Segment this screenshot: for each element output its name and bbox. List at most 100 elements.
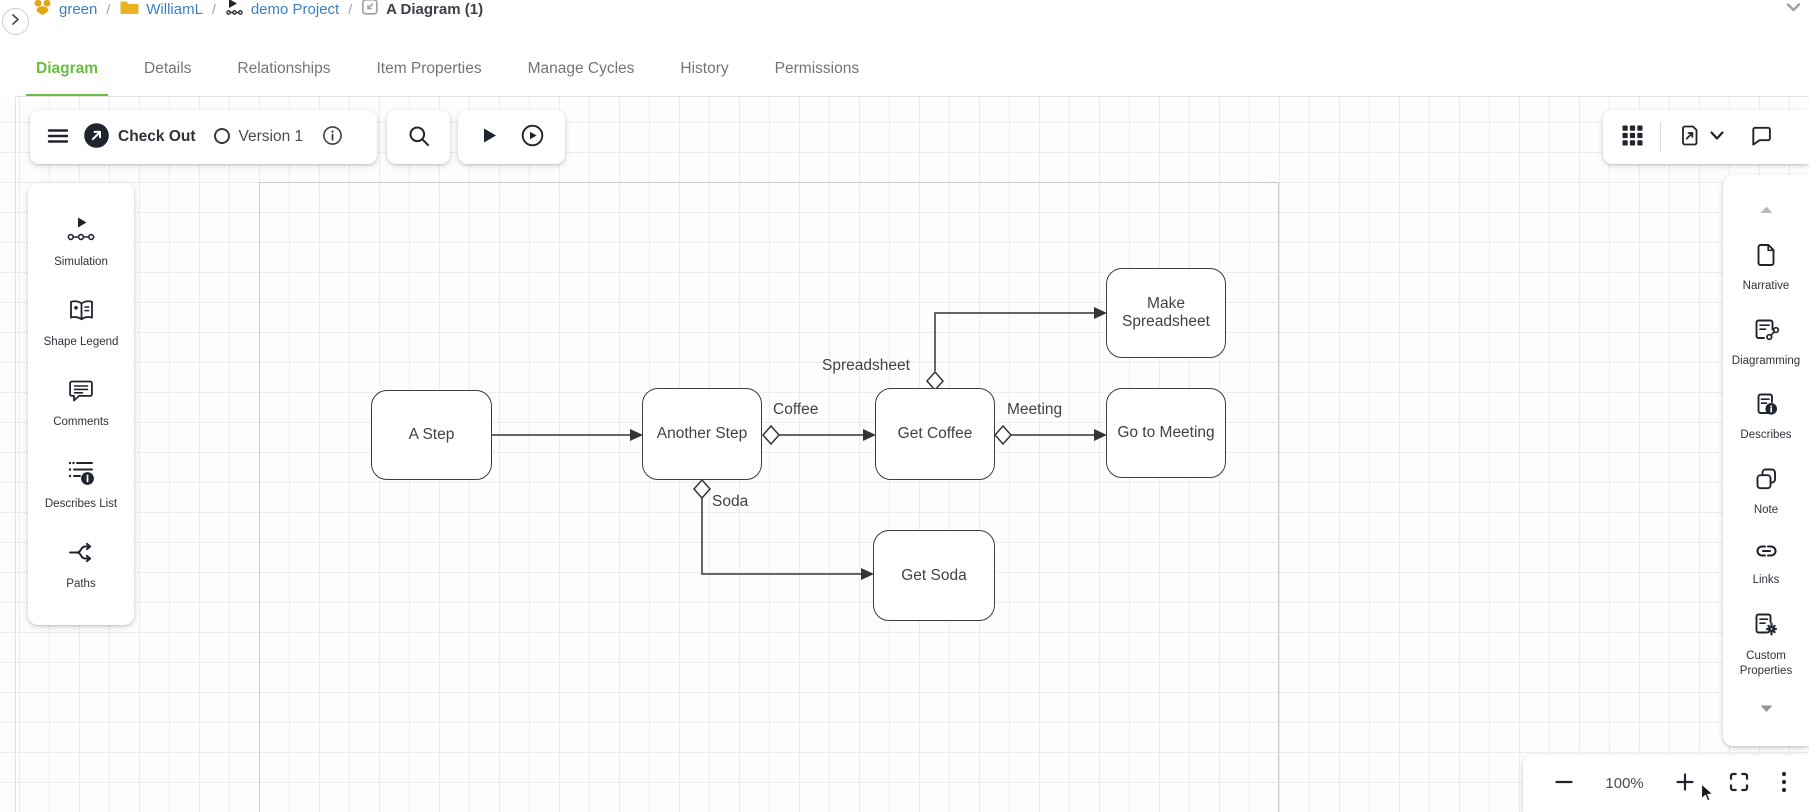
panel-item-label: Narrative [1742, 280, 1790, 293]
grid-view-button[interactable] [1621, 124, 1644, 150]
node-label: Get Soda [901, 566, 967, 584]
tab-details[interactable]: Details [144, 59, 192, 77]
panel-item-comments[interactable]: Comments [28, 378, 134, 430]
panel-item-label: Comments [53, 415, 109, 428]
breadcrumb-folder[interactable]: WilliamL [119, 0, 203, 20]
check-out-icon [83, 122, 110, 152]
simulation-icon [66, 216, 96, 249]
panel-item-label: Custom Properties [1739, 649, 1793, 677]
diagram-page-boundary [259, 182, 1279, 812]
breadcrumb-diagram: A Diagram (1) [361, 0, 483, 20]
comment-icon [1749, 124, 1774, 151]
breadcrumb-link[interactable]: demo Project [250, 0, 340, 18]
step-simulation-button[interactable] [520, 123, 545, 151]
panel-item-describes-list[interactable]: Describes List [28, 457, 134, 512]
minus-icon [1553, 771, 1575, 796]
panel-item-label: Diagramming [1731, 354, 1801, 367]
fit-to-screen-button[interactable] [1727, 770, 1751, 797]
mouse-cursor [1700, 782, 1720, 809]
search-button[interactable] [407, 124, 431, 151]
describes-list-icon [66, 457, 96, 491]
fullscreen-icon [1727, 770, 1751, 797]
version-selector[interactable]: Version 1 [213, 127, 303, 148]
node-go-to-meeting[interactable]: Go to Meeting [1106, 388, 1226, 478]
toolbar-divider [1660, 122, 1661, 152]
tab-history[interactable]: History [680, 59, 729, 77]
tab-bar: Diagram Details Relationships Item Prope… [25, 40, 860, 97]
search-toolbar [387, 110, 450, 164]
panel-item-label: Shape Legend [43, 336, 119, 349]
panel-scroll-down[interactable] [1758, 701, 1775, 719]
check-out-button[interactable]: Check Out [83, 122, 196, 152]
menu-icon [44, 124, 72, 151]
view-toolbar [1603, 110, 1809, 164]
diagram-canvas[interactable]: A Step Another Step Get Coffee Make Spre… [0, 97, 1809, 812]
tab-manage-cycles[interactable]: Manage Cycles [527, 59, 635, 77]
panel-item-note[interactable]: Note [1723, 466, 1809, 518]
panel-item-simulation[interactable]: Simulation [28, 216, 134, 270]
run-simulation-button[interactable] [478, 125, 499, 149]
play-circle-icon [520, 123, 545, 151]
panel-item-shape-legend[interactable]: Shape Legend [28, 297, 134, 350]
page-chevron-down-icon[interactable] [1785, 1, 1802, 19]
version-info-button[interactable] [322, 125, 343, 149]
folder-icon [119, 0, 139, 20]
check-out-label: Check Out [118, 128, 196, 145]
node-get-coffee[interactable]: Get Coffee [875, 388, 995, 480]
node-get-soda[interactable]: Get Soda [873, 530, 995, 621]
panel-item-label: Paths [66, 577, 96, 590]
breadcrumb-separator: / [106, 1, 111, 17]
zoom-in-button[interactable] [1674, 771, 1696, 796]
node-another-step[interactable]: Another Step [642, 388, 762, 480]
node-label: Make Spreadsheet [1122, 295, 1210, 330]
breadcrumb-link[interactable]: green [59, 0, 98, 18]
breadcrumb-current: A Diagram (1) [386, 0, 484, 18]
panel-item-label: Describes [1740, 429, 1792, 442]
panel-scroll-up[interactable] [1758, 202, 1775, 220]
panel-item-describes[interactable]: Describes [1723, 391, 1809, 443]
organization-icon [33, 0, 52, 20]
panel-item-links[interactable]: Links [1723, 540, 1809, 588]
breadcrumb-link[interactable]: WilliamL [146, 0, 203, 18]
note-icon [1753, 466, 1779, 497]
tab-permissions[interactable]: Permissions [774, 59, 860, 77]
panel-item-label: Note [1753, 503, 1779, 516]
tab-bar-border [16, 96, 1809, 97]
more-options-button[interactable] [1781, 771, 1787, 796]
diagram-toolbar: Check Out Version 1 [30, 110, 377, 164]
node-label: Get Coffee [897, 425, 973, 442]
panel-item-narrative[interactable]: Narrative [1723, 242, 1809, 294]
kebab-menu-icon [1781, 771, 1787, 796]
zoom-out-button[interactable] [1553, 771, 1575, 796]
tab-item-properties[interactable]: Item Properties [376, 59, 482, 77]
panel-item-paths[interactable]: Paths [28, 539, 134, 592]
search-icon [407, 124, 431, 151]
node-label: Go to Meeting [1117, 424, 1215, 441]
panel-item-custom-properties[interactable]: Custom Properties [1723, 611, 1809, 679]
grid-icon [1621, 124, 1644, 150]
tab-diagram[interactable]: Diagram [25, 40, 109, 97]
simulation-toolbar [458, 110, 565, 164]
narrative-icon [1753, 242, 1779, 273]
node-a-step[interactable]: A Step [371, 390, 492, 480]
export-button[interactable] [1677, 123, 1725, 151]
menu-button[interactable] [44, 124, 72, 151]
info-icon [322, 125, 343, 149]
zoom-level: 100% [1605, 775, 1644, 792]
comment-button[interactable] [1749, 124, 1774, 151]
describes-icon [1753, 391, 1779, 422]
shape-legend-icon [67, 297, 96, 329]
diagram-icon [361, 0, 379, 20]
project-icon [225, 0, 244, 20]
node-make-spreadsheet[interactable]: Make Spreadsheet [1106, 268, 1226, 358]
tab-relationships[interactable]: Relationships [237, 59, 331, 77]
expand-panel-button[interactable] [2, 8, 29, 35]
panel-item-diagramming[interactable]: Diagramming [1723, 317, 1809, 369]
links-icon [1753, 540, 1780, 567]
custom-properties-icon [1752, 611, 1780, 643]
breadcrumb-project[interactable]: demo Project [225, 0, 339, 20]
edge-label-soda: Soda [712, 493, 749, 510]
edge-label-coffee: Coffee [773, 401, 819, 418]
breadcrumb-organization[interactable]: green [33, 0, 97, 20]
